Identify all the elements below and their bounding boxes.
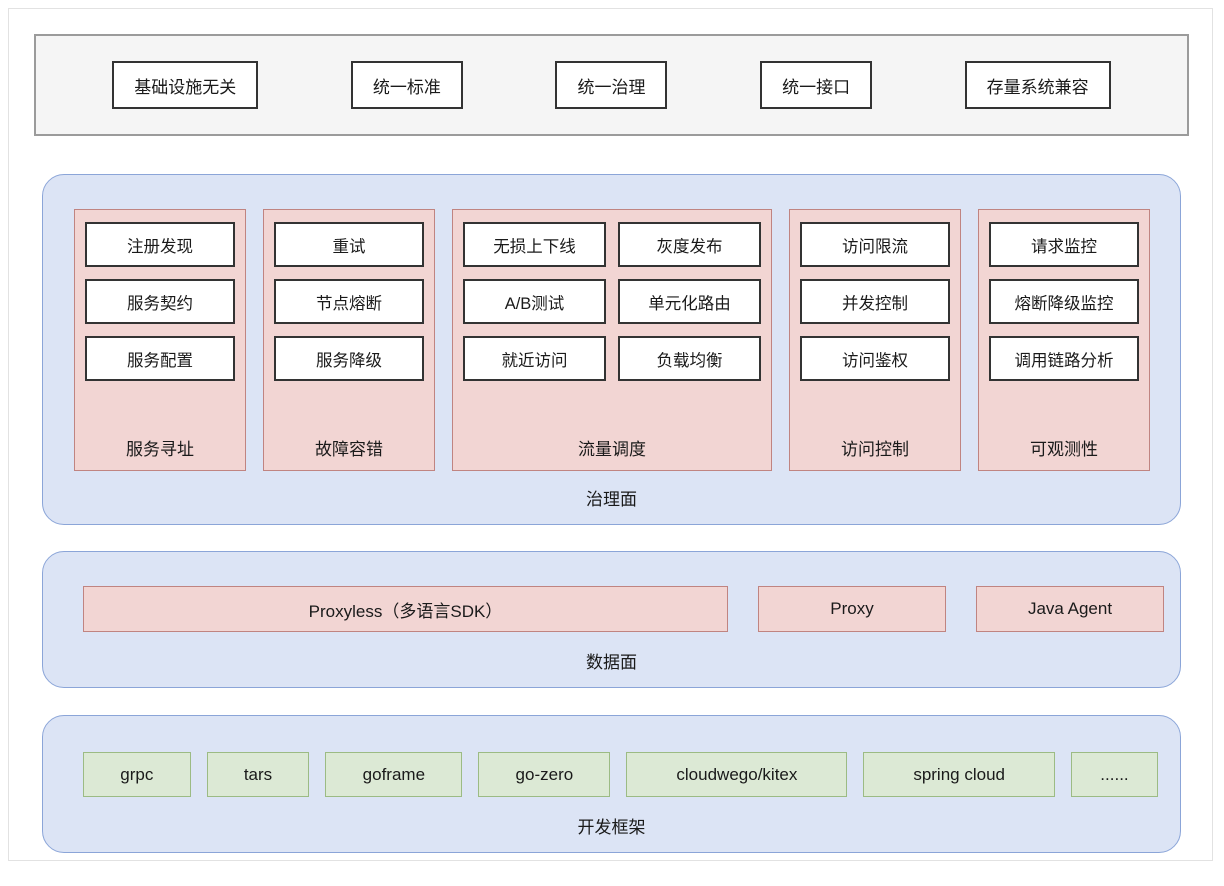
principle-box: 统一治理: [555, 61, 668, 109]
governance-capability-list: 注册发现服务契约服务配置: [85, 222, 235, 381]
governance-capability-box: 无损上下线: [463, 222, 606, 267]
framework-plane: grpc tars goframe go-zero cloudwego/kitex spr…: [42, 715, 1181, 853]
data-plane-item: Proxyless（多语言SDK）: [83, 586, 728, 632]
principle-box: 存量系统兼容: [964, 61, 1111, 109]
governance-capability-list: 重试节点熔断服务降级: [274, 222, 424, 381]
governance-capability-list: 请求监控熔断降级监控调用链路分析: [989, 222, 1139, 381]
principle-box: 统一标准: [350, 61, 463, 109]
governance-capability-box: 熔断降级监控: [989, 279, 1139, 324]
governance-capability-box: 服务配置: [85, 336, 235, 381]
framework-item: ......: [1070, 752, 1158, 797]
governance-capability-box: 并发控制: [800, 279, 950, 324]
governance-capability-list: 无损上下线灰度发布 A/B测试单元化路由就近访问负载均衡: [463, 222, 761, 381]
governance-group-label: 访问控制: [841, 440, 909, 459]
governance-capability-box: 单元化路由: [618, 279, 761, 324]
governance-group: 无损上下线灰度发布 A/B测试单元化路由就近访问负载均衡流量调度: [452, 209, 772, 471]
principle-box: 基础设施无关: [112, 61, 259, 109]
governance-capability-box: 服务降级: [274, 336, 424, 381]
governance-capability-box: 注册发现: [85, 222, 235, 267]
governance-capability-box: 重试: [274, 222, 424, 267]
governance-group: 请求监控熔断降级监控调用链路分析可观测性: [978, 209, 1150, 471]
governance-capability-box: 服务契约: [85, 279, 235, 324]
data-plane-item: Java Agent: [976, 586, 1164, 632]
governance-group-label: 流量调度: [578, 440, 646, 459]
governance-capability-box: 负载均衡: [618, 336, 761, 381]
governance-capability-box: 灰度发布: [618, 222, 761, 267]
data-plane-item-list: Proxyless（多语言SDK） Proxy Java Agent: [83, 586, 1164, 632]
framework-item: cloudwego/kitex: [626, 752, 848, 797]
governance-capability-box: A/B测试: [463, 279, 606, 324]
framework-item: goframe: [325, 752, 463, 797]
governance-group-label: 服务寻址: [126, 440, 194, 459]
governance-group-label: 可观测性: [1030, 440, 1098, 459]
framework-plane-label: 开发框架: [577, 818, 646, 837]
framework-item: go-zero: [478, 752, 611, 797]
framework-item-list: grpc tars goframe go-zero cloudwego/kitex spr…: [83, 752, 1158, 797]
framework-item: spring cloud: [863, 752, 1055, 797]
data-plane: Proxyless（多语言SDK） Proxy Java Agent 数据面: [42, 551, 1181, 688]
framework-item: tars: [206, 752, 310, 797]
governance-capability-box: 就近访问: [463, 336, 606, 381]
governance-group: 注册发现服务契约服务配置服务寻址: [74, 209, 246, 471]
governance-capability-box: 访问鉴权: [800, 336, 950, 381]
framework-item: grpc: [83, 752, 191, 797]
governance-group: 访问限流并发控制访问鉴权访问控制: [789, 209, 961, 471]
governance-group-label: 故障容错: [315, 440, 383, 459]
data-plane-label: 数据面: [586, 653, 637, 672]
governance-capability-box: 请求监控: [989, 222, 1139, 267]
principle-box: 统一接口: [760, 61, 873, 109]
governance-capability-box: 访问限流: [800, 222, 950, 267]
governance-plane-label: 治理面: [586, 490, 637, 509]
diagram-canvas: 基础设施无关 统一标准 统一治理 统一接口 存量系统兼容 注册发现服务契约服务配置服务寻…: [8, 8, 1213, 861]
governance-capability-box: 节点熔断: [274, 279, 424, 324]
governance-group: 重试节点熔断服务降级故障容错: [263, 209, 435, 471]
governance-capability-list: 访问限流并发控制访问鉴权: [800, 222, 950, 381]
principles-band: 基础设施无关 统一标准 统一治理 统一接口 存量系统兼容: [34, 34, 1189, 136]
data-plane-item: Proxy: [758, 586, 946, 632]
governance-capability-box: 调用链路分析: [989, 336, 1139, 381]
